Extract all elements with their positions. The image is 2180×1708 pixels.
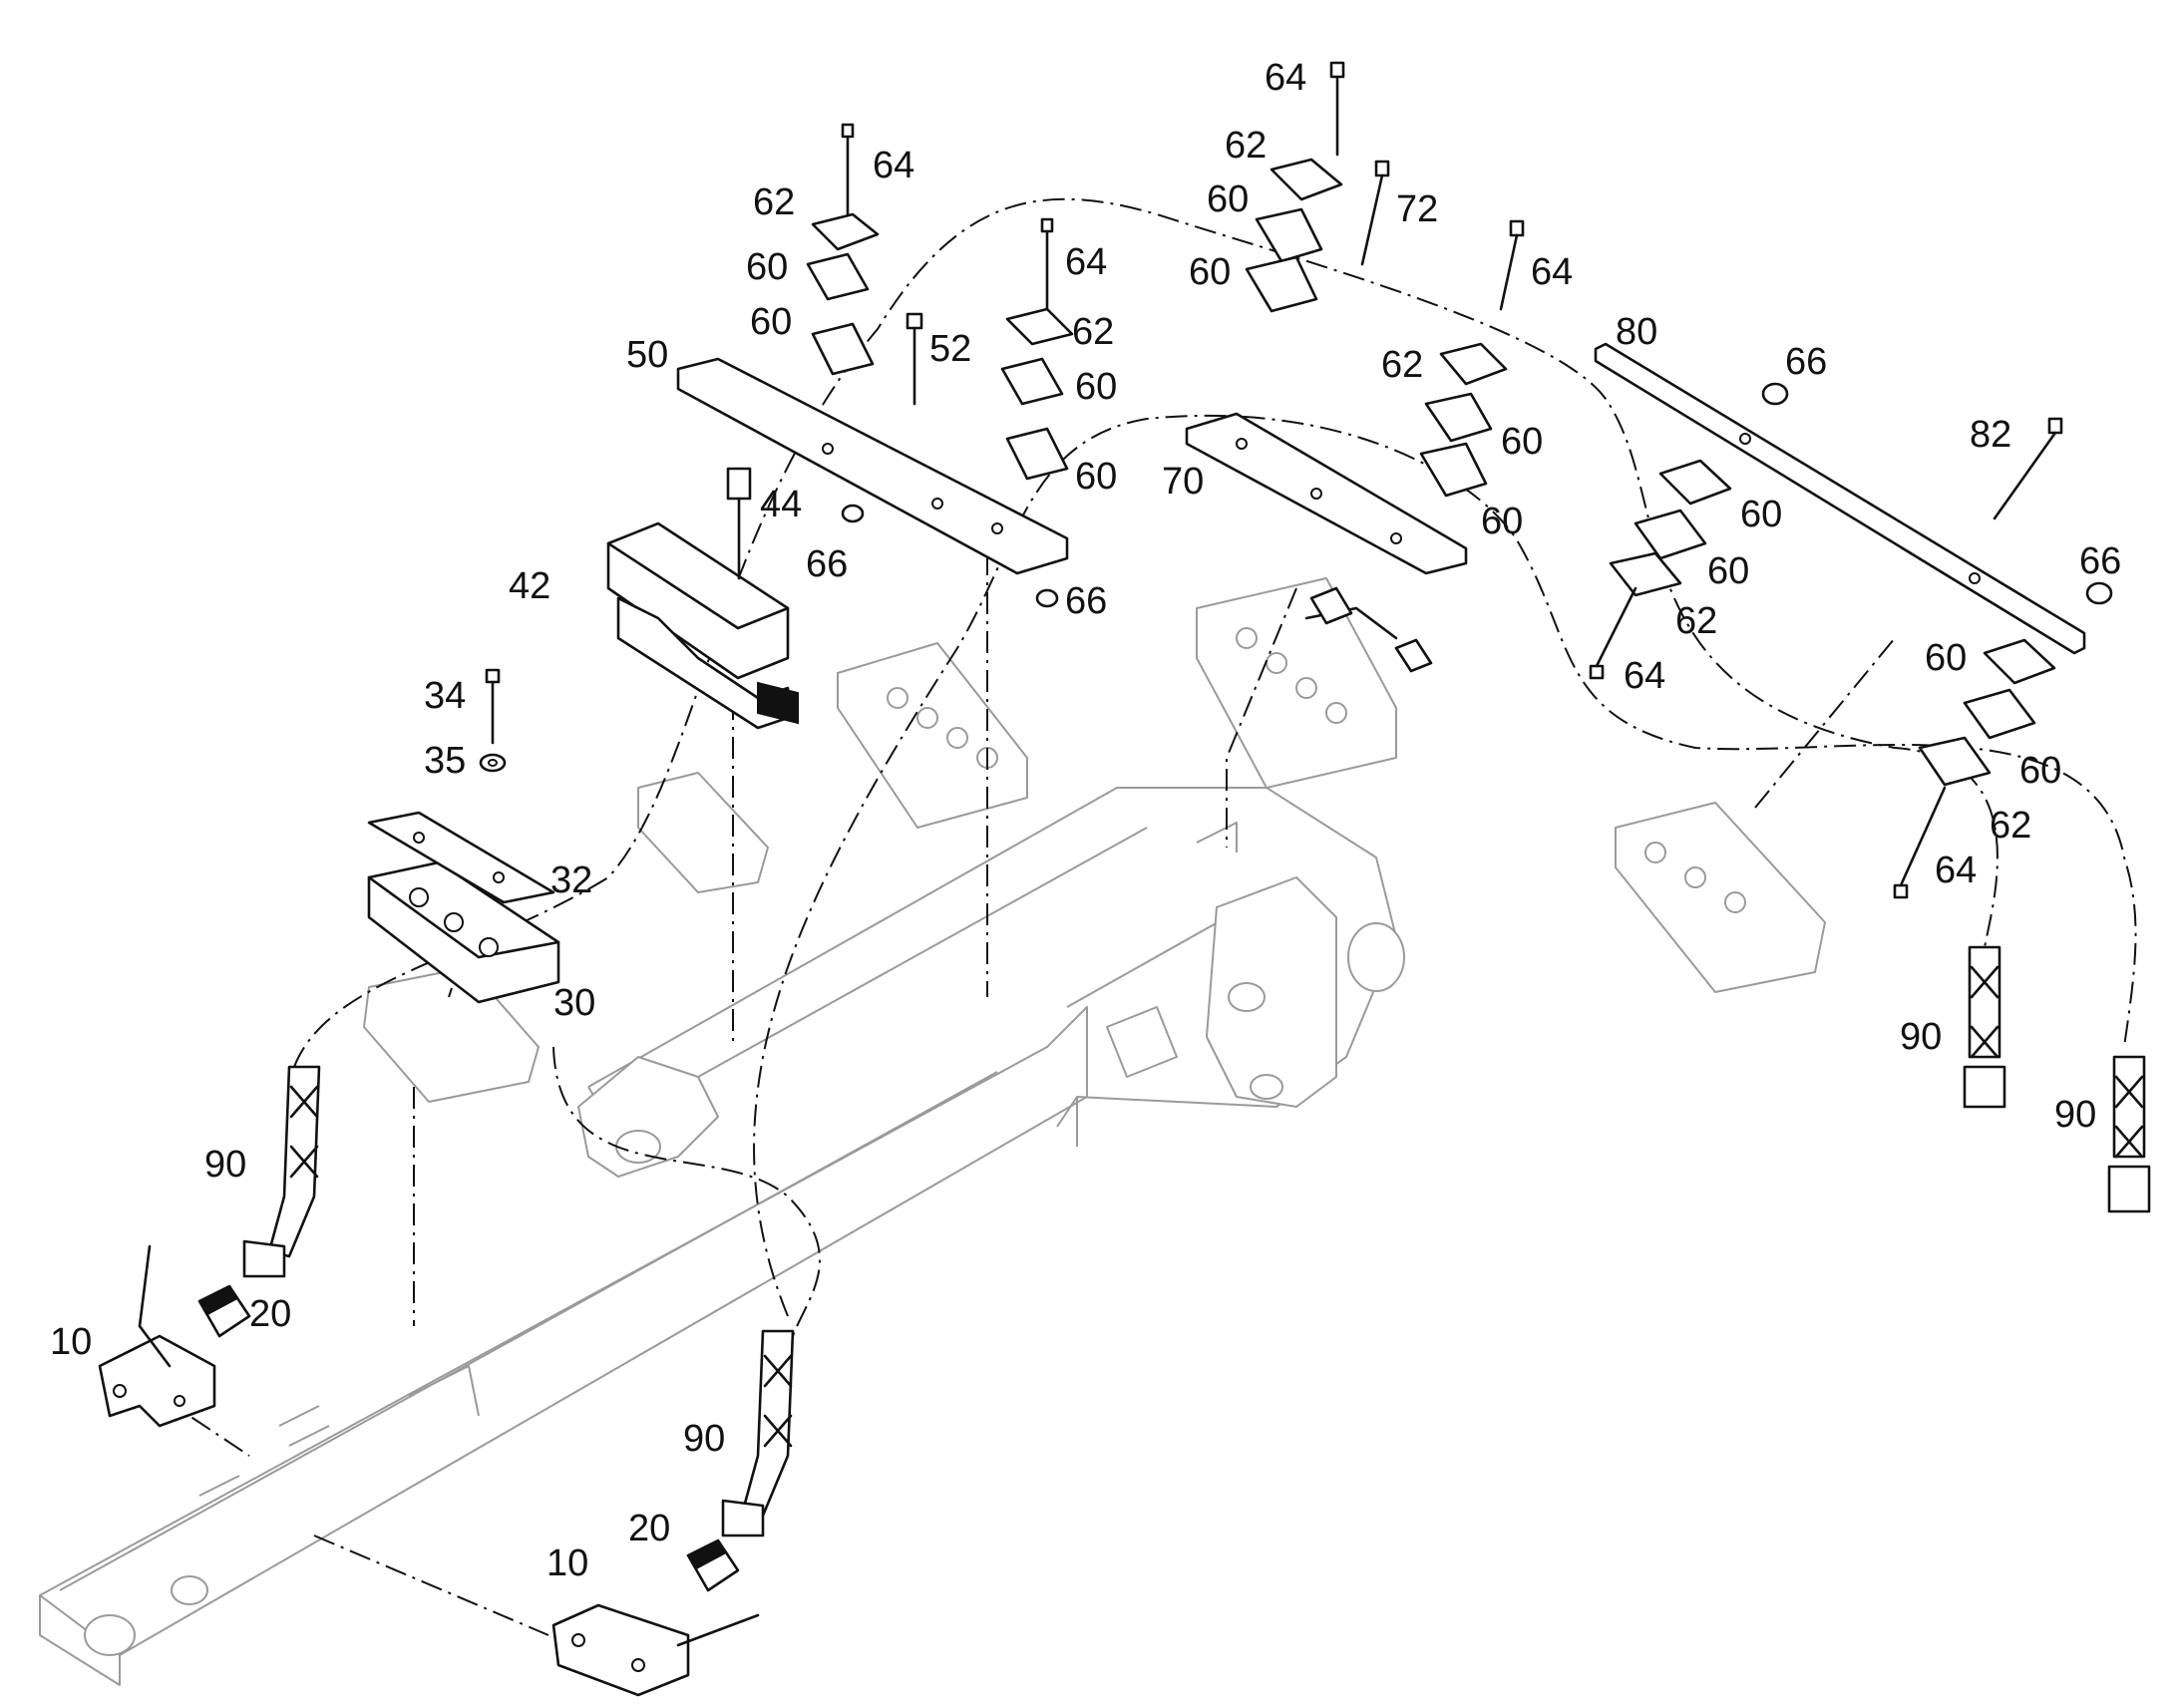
part-80-strip xyxy=(1594,342,2086,655)
label-90: 90 xyxy=(1900,1016,1942,1058)
label-62: 62 xyxy=(1225,125,1267,167)
label-60: 60 xyxy=(1481,501,1523,542)
label-90: 90 xyxy=(683,1418,725,1460)
part-52-bolt xyxy=(906,312,923,406)
part-35-washer xyxy=(479,753,507,773)
label-62: 62 xyxy=(1990,805,2031,847)
label-44: 44 xyxy=(760,484,802,525)
label-35: 35 xyxy=(424,740,466,782)
part-44-bolt xyxy=(726,467,752,580)
boom-structure xyxy=(39,787,1405,1686)
label-42: 42 xyxy=(509,565,550,607)
part-32-cover-plate xyxy=(367,811,555,904)
label-52: 52 xyxy=(929,328,971,370)
part-10-valve-left xyxy=(98,1244,216,1428)
label-64: 64 xyxy=(1624,655,1665,697)
existing-clamp-blocks xyxy=(363,577,1826,1103)
label-82: 82 xyxy=(1970,414,2011,456)
label-60: 60 xyxy=(746,246,788,288)
label-70: 70 xyxy=(1162,461,1204,503)
label-64: 64 xyxy=(1531,251,1573,293)
part-82-bolt xyxy=(1993,417,2063,520)
label-62: 62 xyxy=(1072,311,1114,353)
label-60: 60 xyxy=(1189,251,1231,293)
clamp-stack-right-a xyxy=(1589,382,1789,680)
label-34: 34 xyxy=(424,675,466,717)
label-60: 60 xyxy=(1925,637,1967,679)
label-20: 20 xyxy=(628,1508,670,1549)
label-72: 72 xyxy=(1396,188,1438,230)
clamp-stack-left-a xyxy=(806,123,880,523)
label-10: 10 xyxy=(50,1321,92,1363)
part-70-plate xyxy=(1185,412,1468,575)
label-62: 62 xyxy=(1675,600,1717,642)
part-90-hose-left xyxy=(242,1065,321,1278)
label-60: 60 xyxy=(1207,178,1249,220)
part-labels: 10 10 20 20 30 32 34 35 42 44 50 52 60 6… xyxy=(50,57,2121,1584)
label-66: 66 xyxy=(1785,341,1827,383)
part-50-plate xyxy=(676,357,1069,575)
part-34-bolt xyxy=(485,668,501,745)
label-60: 60 xyxy=(2019,750,2061,792)
label-60: 60 xyxy=(1501,421,1543,463)
label-30: 30 xyxy=(553,982,595,1024)
part-90-hose-right-b xyxy=(2107,1055,2151,1213)
label-64: 64 xyxy=(1935,850,1977,891)
clamp-stack-right-b xyxy=(1893,581,2113,899)
label-60: 60 xyxy=(1075,456,1117,498)
label-90: 90 xyxy=(2054,1094,2096,1136)
part-10-valve-bottom xyxy=(551,1603,760,1697)
part-20-fitting-bottom xyxy=(686,1538,740,1592)
label-90: 90 xyxy=(204,1144,246,1186)
label-66: 66 xyxy=(806,543,848,585)
label-60: 60 xyxy=(750,301,792,343)
clamp-stack-mid-a xyxy=(1245,61,1345,313)
label-66: 66 xyxy=(2079,540,2121,582)
label-64: 64 xyxy=(873,145,914,186)
label-60: 60 xyxy=(1740,494,1782,535)
label-32: 32 xyxy=(550,859,592,901)
label-62: 62 xyxy=(753,181,795,223)
label-62: 62 xyxy=(1381,344,1423,386)
label-80: 80 xyxy=(1616,311,1657,353)
clamp-stack-mid-b xyxy=(1419,219,1525,498)
label-64: 64 xyxy=(1065,241,1107,283)
part-42-clamp xyxy=(606,521,799,730)
label-10: 10 xyxy=(546,1542,588,1584)
label-60: 60 xyxy=(1075,366,1117,408)
part-90-hose-bottom xyxy=(721,1329,795,1537)
label-20: 20 xyxy=(249,1293,291,1335)
part-20-fitting-left xyxy=(197,1284,251,1338)
label-66: 66 xyxy=(1065,580,1107,622)
label-50: 50 xyxy=(626,334,668,376)
clamp-stack-left-b xyxy=(1000,217,1074,608)
part-72-bolt xyxy=(1360,160,1390,266)
label-64: 64 xyxy=(1265,57,1306,99)
part-90-hose-right-a xyxy=(1963,945,2006,1109)
part-70-block-with-nuts xyxy=(1304,586,1433,673)
label-60: 60 xyxy=(1707,550,1749,592)
